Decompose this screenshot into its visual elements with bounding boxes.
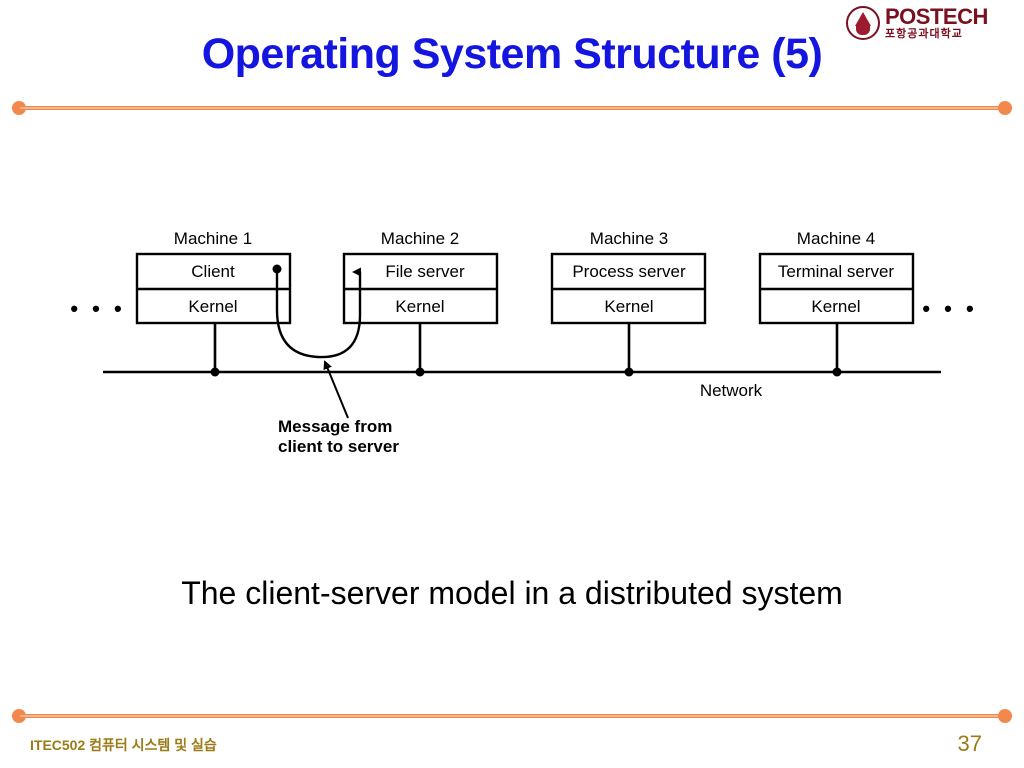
postech-logo-text: POSTECH 포항공과대학교: [885, 6, 988, 40]
client-server-diagram: Machine 1 Machine 2 Machine 3 Machine 4 …: [0, 210, 1024, 470]
postech-logo-name: POSTECH: [885, 4, 988, 29]
top-divider: [12, 101, 1012, 115]
machine-layer-label: Process server: [572, 262, 686, 281]
divider-bar: [20, 714, 1004, 718]
machine-title: Machine 2: [381, 229, 459, 248]
machine-layer-label: Client: [191, 262, 235, 281]
ellipsis-left: • • •: [70, 296, 125, 321]
bottom-divider: [12, 709, 1012, 723]
bus-junction-dot: [415, 367, 425, 377]
machine-box: Terminal server Kernel: [758, 252, 915, 325]
postech-logo: POSTECH 포항공과대학교: [846, 4, 1018, 42]
annotation-leader: [323, 360, 349, 419]
message-origin-dot: [272, 264, 282, 274]
divider-dot-left: [12, 709, 26, 723]
footer-course-label: ITEC502 컴퓨터 시스템 및 실습: [30, 737, 217, 753]
slide-page-number: 37: [957, 731, 982, 756]
postech-seal-icon: [846, 6, 880, 40]
machine-layer-label: File server: [385, 262, 465, 281]
machine-layer-label: Terminal server: [778, 262, 895, 281]
machine-box: Process server Kernel: [550, 252, 707, 325]
figure-caption: The client-server model in a distributed…: [181, 575, 843, 611]
postech-logo-subtitle: 포항공과대학교: [885, 28, 963, 40]
divider-bar: [20, 106, 1004, 110]
machine-title: Machine 4: [797, 229, 875, 248]
divider-dot-right: [998, 101, 1012, 115]
machine-layer-label: Kernel: [188, 297, 237, 316]
bus-junction-dot: [624, 367, 634, 377]
message-path: [275, 267, 362, 359]
divider-dot-left: [12, 101, 26, 115]
bus-junction-dot: [832, 367, 842, 377]
machine-layer-label: Kernel: [811, 297, 860, 316]
machine-box: Client Kernel: [135, 252, 292, 325]
machine-title: Machine 1: [174, 229, 252, 248]
machine-title: Machine 3: [590, 229, 668, 248]
machine-layer-label: Kernel: [395, 297, 444, 316]
annotation-label: client to server: [278, 437, 399, 456]
machine-layer-label: Kernel: [604, 297, 653, 316]
machine-box: File server Kernel: [342, 252, 499, 325]
network-label: Network: [700, 381, 763, 400]
bus-junction-dot: [210, 367, 220, 377]
divider-dot-right: [998, 709, 1012, 723]
annotation-label: Message from: [278, 417, 392, 436]
page-title: Operating System Structure (5): [201, 30, 823, 78]
ellipsis-right: • • •: [922, 296, 977, 321]
